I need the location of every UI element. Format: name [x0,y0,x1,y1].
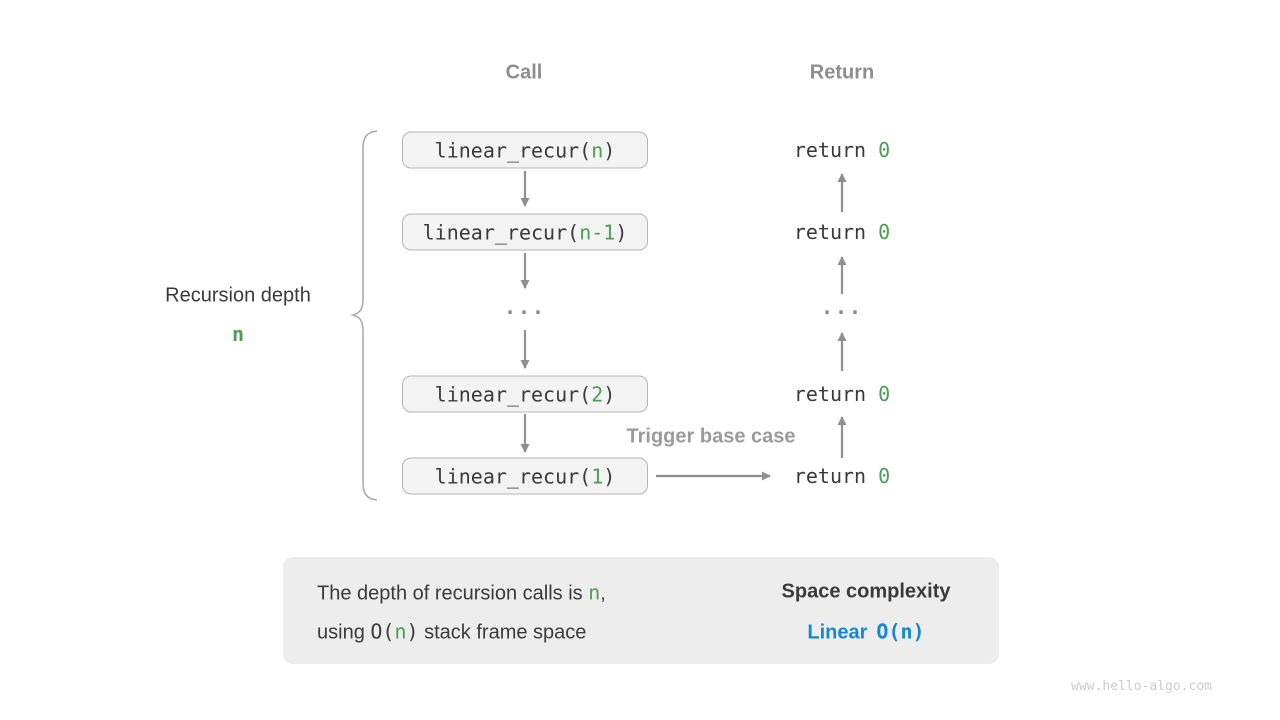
return-keyword: return [793,464,879,488]
space-complexity-title: Space complexity [781,580,951,603]
summary-line-2: using O(n) stack frame space [317,620,586,645]
call-box-1: linear_recur(1) [402,457,648,495]
call-box-2: linear_recur(2) [402,375,648,413]
code-text: ) [603,382,616,406]
return-value: 0 [878,138,891,162]
return-value: 0 [878,382,891,406]
summary-code: O( [370,619,395,644]
summary-var: n [394,619,407,644]
summary-code: ) [406,619,419,644]
return-keyword: return [793,138,879,162]
code-text: ) [615,220,628,244]
code-text: linear_recur( [434,382,592,406]
code-arg: n-1 [579,220,616,244]
summary-text: , [600,582,606,605]
return-keyword: return [793,220,879,244]
code-text: linear_recur( [434,138,592,162]
code-arg: n [591,138,604,162]
call-column-header: Call [505,61,543,84]
recursion-depth-brace [350,130,378,501]
call-box-n-1-label: linear_recur(n-1) [423,220,628,244]
trigger-base-case-label: Trigger base case [626,425,796,448]
summary-text: stack frame space [418,621,587,644]
code-arg: 1 [591,464,604,488]
summary-text: The depth of recursion calls is [317,582,589,605]
call-box-n: linear_recur(n) [402,131,648,169]
call-box-2-label: linear_recur(2) [435,382,616,406]
complexity-notation: O(n) [876,619,925,644]
summary-line-1: The depth of recursion calls is n, [317,581,606,606]
code-text: linear_recur( [434,464,592,488]
call-box-n-label: linear_recur(n) [435,138,616,162]
call-ellipsis: ... [503,295,547,319]
return-statement-2: return 0 [794,220,890,244]
code-arg: 2 [591,382,604,406]
code-text: ) [603,464,616,488]
recursion-depth-value: n [231,322,245,346]
return-value: 0 [878,464,891,488]
return-keyword: return [793,382,879,406]
summary-text: using [317,621,371,644]
return-value: 0 [878,220,891,244]
code-text: ) [603,138,616,162]
summary-var: n [588,580,601,605]
call-box-n-1: linear_recur(n-1) [402,213,648,251]
return-column-header: Return [809,61,875,84]
code-text: linear_recur( [422,220,580,244]
recursion-depth-label: Recursion depth [165,284,311,307]
return-statement-4: return 0 [794,464,890,488]
space-complexity-result: Linear O(n) [807,620,924,645]
return-statement-3: return 0 [794,382,890,406]
call-box-1-label: linear_recur(1) [435,464,616,488]
summary-panel [283,557,999,664]
return-ellipsis: ... [820,295,864,319]
return-statement-1: return 0 [794,138,890,162]
complexity-name: Linear [807,621,868,644]
watermark: www.hello-algo.com [1071,679,1212,694]
